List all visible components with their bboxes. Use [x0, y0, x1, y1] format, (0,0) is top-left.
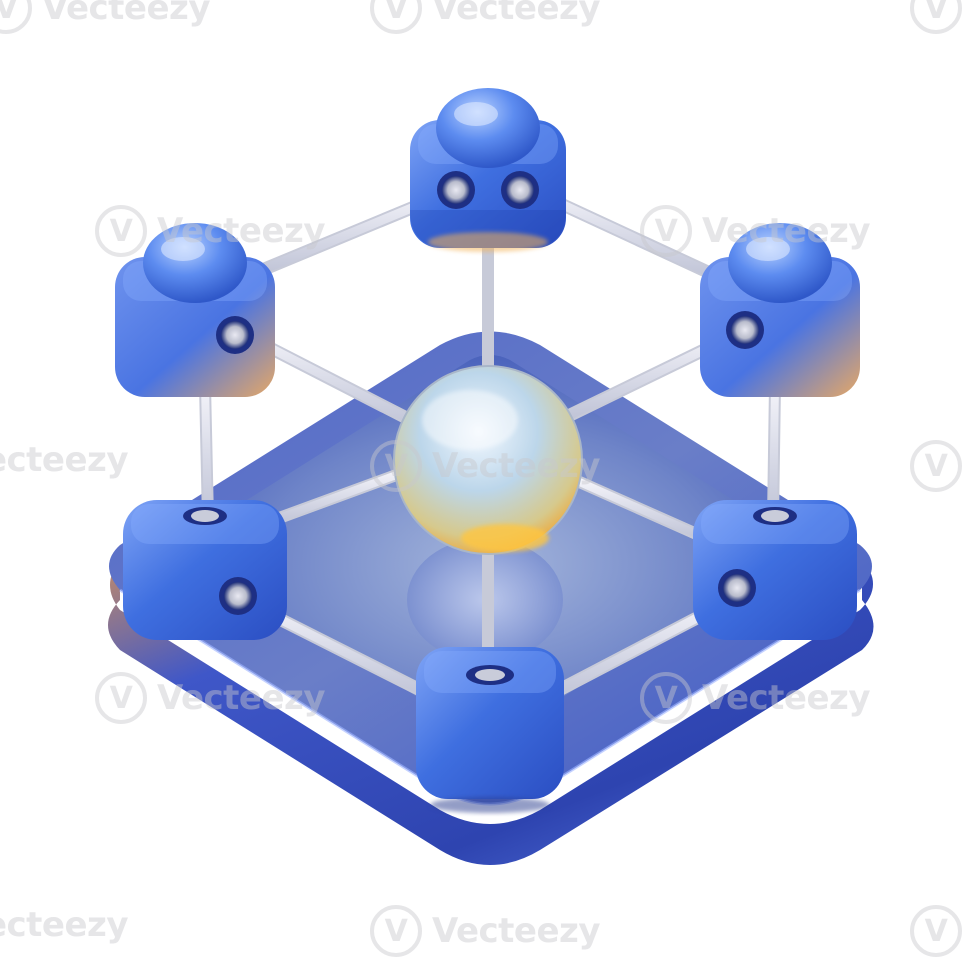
base-plate-side: [108, 560, 874, 865]
center-sphere: [393, 365, 583, 555]
sphere-glow: [461, 524, 549, 552]
node-top-right: [700, 223, 860, 397]
node-bottom-front: [416, 647, 564, 813]
node-top-back: [410, 88, 566, 252]
node-bottom-right: [693, 500, 857, 640]
node-bottom-left: [123, 500, 287, 640]
node-top-left: [115, 223, 275, 397]
